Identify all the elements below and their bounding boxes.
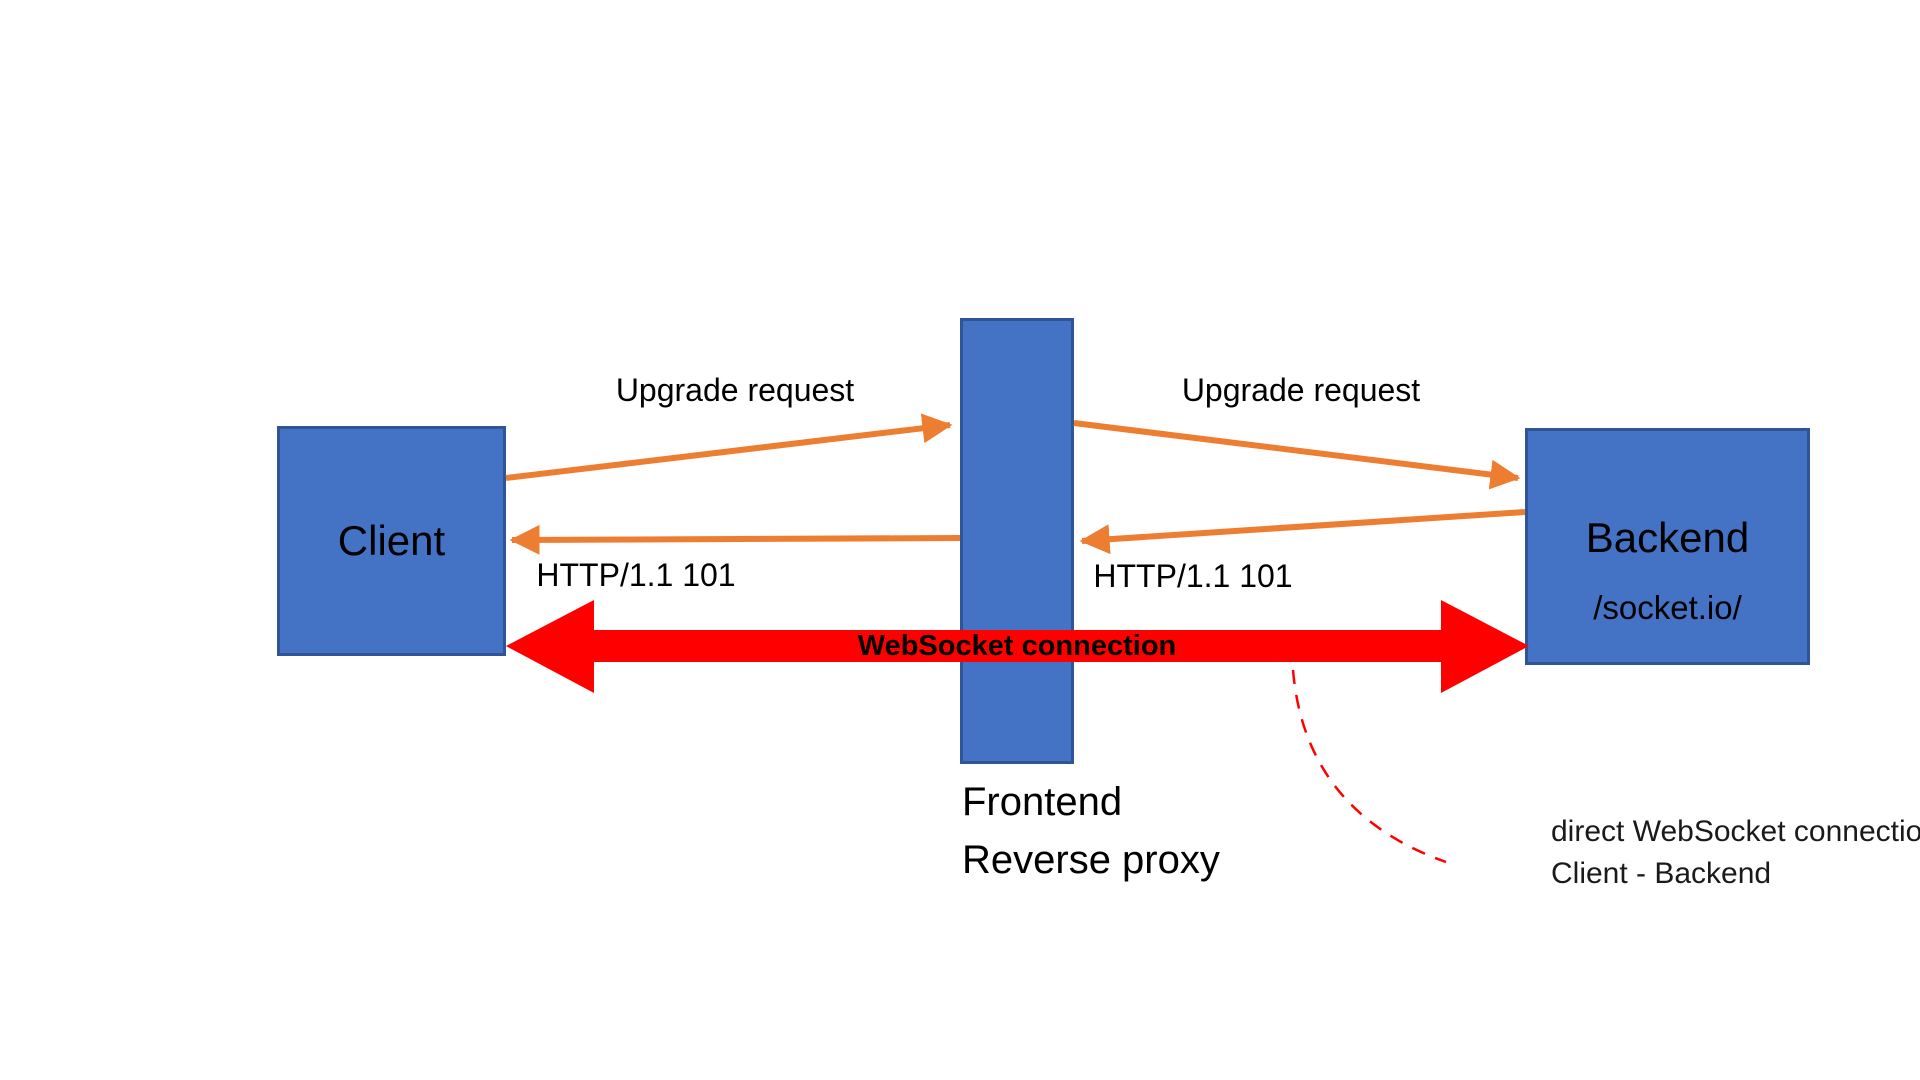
upgrade-request-right-label: Upgrade request [1181, 372, 1421, 408]
arrow-upgrade-proxy-to-backend [1073, 420, 1521, 490]
http-101-left-label: HTTP/1.1 101 [536, 557, 736, 593]
backend-node: Backend /socket.io/ [1525, 428, 1810, 665]
reverse-proxy-label-line2: Reverse proxy [962, 838, 1220, 882]
callout-line1: direct WebSocket connection [1551, 815, 1920, 848]
http-101-right-label: HTTP/1.1 101 [1093, 558, 1293, 594]
websocket-double-arrow [506, 600, 1529, 693]
arrow-http101-backend-to-proxy [1079, 509, 1526, 555]
callout-line2: Client - Backend [1551, 857, 1772, 890]
reverse-proxy-label: Frontend Reverse proxy [962, 773, 1220, 889]
direct-connection-callout: direct WebSocket connection Client - Bac… [1551, 811, 1920, 895]
client-label: Client [337, 517, 446, 564]
backend-socket-path-label: /socket.io/ [1593, 589, 1742, 626]
reverse-proxy-node [960, 318, 1074, 764]
arrow-http101-proxy-to-client [509, 524, 961, 555]
callout-dashed-curve [1291, 669, 1447, 864]
client-node: Client [277, 426, 506, 656]
backend-label: Backend [1585, 514, 1750, 561]
reverse-proxy-label-line1: Frontend [962, 780, 1123, 824]
upgrade-request-left-label: Upgrade request [615, 372, 855, 408]
arrow-upgrade-client-to-proxy [505, 413, 953, 481]
websocket-connection-label: WebSocket connection [857, 630, 1177, 662]
